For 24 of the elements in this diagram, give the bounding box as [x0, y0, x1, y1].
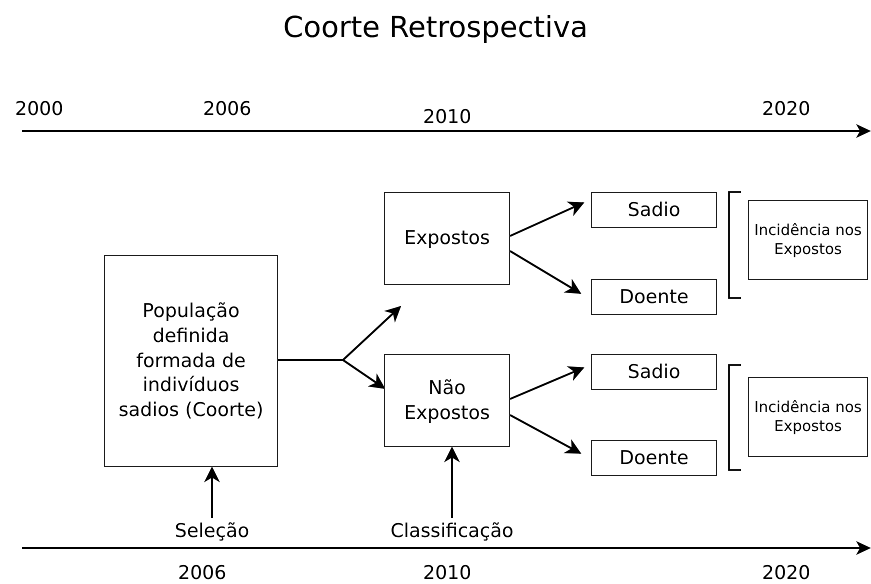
year-label: 2006: [178, 562, 226, 584]
result-box: Incidência nos Expostos: [748, 200, 868, 280]
arrow: [510, 202, 584, 237]
result-box: Incidência nos Expostos: [748, 377, 868, 457]
arrow: [509, 250, 582, 294]
arrow: [444, 446, 460, 518]
outcome-box: Sadio: [591, 354, 717, 390]
arrow: [278, 359, 386, 389]
outcome-box: Doente: [591, 279, 717, 315]
year-label: 2010: [423, 106, 472, 128]
arrow: [510, 366, 584, 400]
arrow: [510, 414, 582, 454]
outcome-box: Sadio: [591, 192, 717, 228]
process-box: Não Expostos: [384, 354, 510, 447]
year-label: 2020: [762, 98, 810, 120]
process-box: Expostos: [384, 192, 510, 285]
year-label: 2020: [762, 562, 810, 584]
outcome-box: Doente: [591, 440, 717, 476]
year-label: 2010: [423, 562, 472, 584]
arrow: [204, 466, 220, 518]
process-box: População definida formada de indivíduos sadios (Coorte): [104, 255, 278, 467]
year-label: 2006: [203, 98, 252, 120]
title: Coorte Retrospectiva: [282, 10, 589, 44]
year-label: 2000: [15, 98, 64, 120]
